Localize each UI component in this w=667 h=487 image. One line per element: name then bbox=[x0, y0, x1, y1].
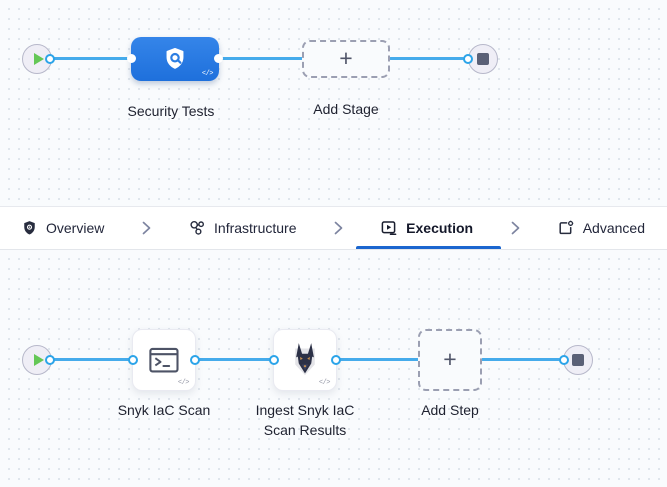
play-box-icon bbox=[381, 221, 397, 235]
chevron-right-icon bbox=[334, 221, 343, 235]
port-stage-right[interactable] bbox=[214, 54, 223, 63]
port-end-left[interactable] bbox=[463, 54, 473, 64]
edge-step1-to-step2 bbox=[195, 358, 274, 361]
tab-infrastructure-label: Infrastructure bbox=[214, 220, 297, 236]
step-node-snyk-iac-scan[interactable]: </> bbox=[128, 329, 200, 391]
port-end-left[interactable] bbox=[559, 355, 569, 365]
execution-graph-canvas: </> Snyk IaC Scan </> Ingest Snyk IaC Sc… bbox=[0, 250, 667, 487]
step-code-badge: </> bbox=[318, 379, 331, 387]
port-start-right[interactable] bbox=[45, 54, 55, 64]
edge-start-to-step1 bbox=[48, 358, 132, 361]
plus-icon: + bbox=[339, 44, 353, 71]
port-step1-left[interactable] bbox=[128, 355, 138, 365]
stage-graph-canvas: </> Security Tests + Add Stage bbox=[0, 0, 667, 206]
port-start-right[interactable] bbox=[45, 355, 55, 365]
snyk-logo-icon bbox=[295, 343, 315, 376]
add-stage-label: Add Stage bbox=[313, 101, 379, 117]
plus-icon: + bbox=[443, 345, 457, 372]
shield-gear-icon bbox=[24, 221, 35, 235]
stage-node-security-tests[interactable]: </> bbox=[127, 37, 223, 81]
step-code-badge: </> bbox=[177, 379, 190, 387]
tab-execution[interactable]: Execution bbox=[356, 207, 501, 249]
chevron-right-icon bbox=[142, 221, 151, 235]
edge-addstep-to-end bbox=[481, 358, 560, 361]
tab-overview-label: Overview bbox=[46, 220, 105, 236]
step-node-ingest-snyk-results[interactable]: </> bbox=[269, 329, 341, 391]
port-step2-left[interactable] bbox=[269, 355, 279, 365]
play-icon bbox=[33, 53, 44, 65]
stage-label: Security Tests bbox=[127, 103, 215, 119]
add-step-label: Add Step bbox=[421, 402, 479, 418]
stop-icon bbox=[572, 354, 584, 366]
port-step1-right[interactable] bbox=[190, 355, 200, 365]
box-gear-icon bbox=[559, 220, 573, 235]
port-step2-right[interactable] bbox=[331, 355, 341, 365]
add-step-button[interactable]: + bbox=[418, 329, 482, 391]
edge-addstage-to-end bbox=[389, 57, 464, 60]
edge-stage-to-addstage bbox=[218, 57, 303, 60]
cluster-nodes-icon bbox=[190, 221, 205, 235]
tab-execution-label: Execution bbox=[406, 220, 474, 236]
tab-infrastructure[interactable]: Infrastructure bbox=[189, 207, 297, 249]
add-stage-button[interactable]: + bbox=[302, 40, 390, 78]
step2-label: Ingest Snyk IaC Scan Results bbox=[255, 402, 355, 438]
stop-icon bbox=[477, 53, 489, 65]
step1-label: Snyk IaC Scan bbox=[117, 402, 211, 418]
execution-end-node[interactable] bbox=[563, 345, 593, 375]
tab-advanced-label: Advanced bbox=[582, 220, 645, 236]
edge-start-to-stage bbox=[48, 57, 132, 60]
port-stage-left[interactable] bbox=[127, 54, 136, 63]
terminal-icon bbox=[149, 347, 179, 372]
chevron-right-icon bbox=[511, 221, 520, 235]
stage-code-badge: </> bbox=[201, 70, 214, 78]
security-shield-icon bbox=[166, 47, 184, 69]
tab-overview[interactable]: Overview bbox=[22, 207, 104, 249]
play-icon bbox=[33, 354, 44, 366]
tab-advanced[interactable]: Advanced bbox=[558, 207, 645, 249]
edge-step2-to-addstep bbox=[336, 358, 419, 361]
stage-config-tabbar: Overview Infrastructure Execution bbox=[0, 206, 667, 250]
